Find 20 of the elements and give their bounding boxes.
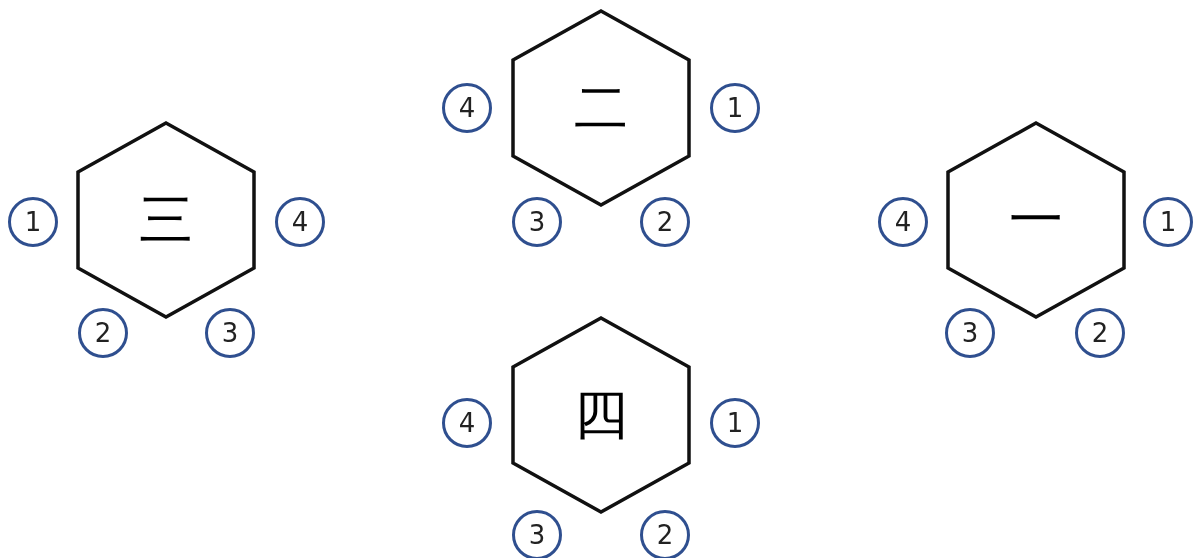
hexagon-label: 二: [574, 81, 628, 135]
circled-number: 3: [512, 197, 562, 247]
hexagon-label: 一: [1009, 193, 1063, 247]
circled-number: 3: [205, 308, 255, 358]
circled-number: 4: [442, 83, 492, 133]
circled-number: 2: [1075, 308, 1125, 358]
circled-number: 3: [512, 510, 562, 558]
circled-number: 4: [275, 197, 325, 247]
circled-number: 1: [710, 398, 760, 448]
circled-number: 4: [442, 398, 492, 448]
circled-number: 1: [8, 197, 58, 247]
circled-number: 1: [710, 83, 760, 133]
circled-number: 2: [640, 197, 690, 247]
circled-number: 2: [78, 308, 128, 358]
circled-number: 3: [945, 308, 995, 358]
circled-number: 2: [640, 510, 690, 558]
hexagon-label: 三: [139, 193, 193, 247]
hexagon-label: 四: [574, 388, 628, 442]
circled-number: 4: [878, 197, 928, 247]
circled-number: 1: [1143, 197, 1193, 247]
